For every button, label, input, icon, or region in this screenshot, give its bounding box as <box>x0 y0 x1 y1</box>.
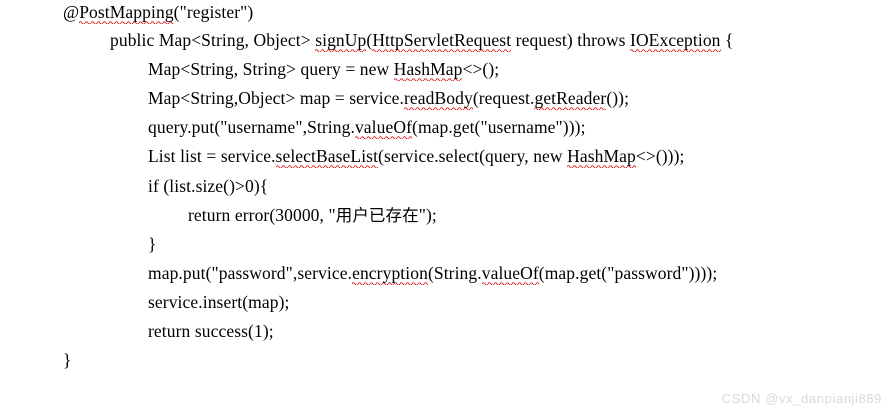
misspelled-token: HttpServletRequest <box>372 30 512 52</box>
code-token: (map.get("password")))); <box>538 263 718 283</box>
code-line: List list = service.selectBaseList(servi… <box>148 146 685 168</box>
code-token: } <box>63 350 72 370</box>
misspelled-token: selectBaseList <box>275 146 379 168</box>
code-line: if (list.size()>0){ <box>148 177 268 196</box>
code-token: } <box>148 234 157 254</box>
code-token: Map<String,Object> map = service. <box>148 88 404 108</box>
code-token: List list = service. <box>148 146 276 166</box>
code-line: } <box>63 351 72 370</box>
code-token: { <box>720 30 734 50</box>
misspelled-token: HashMap <box>393 59 463 81</box>
code-token: <>(); <box>462 59 500 79</box>
misspelled-token: valueOf <box>354 117 413 139</box>
code-token: (service.select(query, new <box>378 146 568 166</box>
misspelled-token: signUp <box>315 30 367 52</box>
code-line: query.put("username",String.valueOf(map.… <box>148 117 586 139</box>
code-line: service.insert(map); <box>148 293 289 312</box>
code-token: if (list.size()>0){ <box>148 176 269 196</box>
misspelled-token: encryption <box>352 263 428 285</box>
code-token: map.put("password",service. <box>148 263 353 283</box>
misspelled-token: valueOf <box>481 263 539 285</box>
code-line: Map<String,Object> map = service.readBod… <box>148 88 630 110</box>
code-token: <>())); <box>635 146 685 166</box>
code-line: public Map<String, Object> signUp(HttpSe… <box>110 30 734 52</box>
code-token: ( <box>366 30 373 50</box>
code-token: return error(30000, " <box>188 205 336 225</box>
code-line: } <box>148 235 157 254</box>
code-token: return success(1); <box>148 321 274 341</box>
cjk-string-literal: 用户已存在 <box>335 206 419 225</box>
code-line: @PostMapping("register") <box>63 2 254 24</box>
csdn-watermark: CSDN @vx_danpianji889 <box>721 391 882 406</box>
code-line: Map<String, String> query = new HashMap<… <box>148 59 500 81</box>
code-line: map.put("password",service.encryption(St… <box>148 263 718 285</box>
code-token: query.put("username",String. <box>148 117 355 137</box>
code-token: public Map<String, Object> <box>110 30 316 50</box>
code-token: "); <box>418 205 437 225</box>
code-token: @ <box>63 2 80 22</box>
code-token: request) throws <box>511 30 631 50</box>
misspelled-token: readBody <box>403 88 473 110</box>
code-token: Map<String, String> query = new <box>148 59 394 79</box>
misspelled-token: getReader <box>534 88 607 110</box>
code-token: ()); <box>606 88 630 108</box>
code-token: (request. <box>472 88 535 108</box>
misspelled-token: PostMapping <box>79 2 174 24</box>
code-line: return success(1); <box>148 322 274 341</box>
code-token: (map.get("username"))); <box>412 117 586 137</box>
code-token: (String. <box>427 263 482 283</box>
misspelled-token: IOException <box>630 30 721 52</box>
misspelled-token: HashMap <box>567 146 636 168</box>
code-line: return error(30000, "用户已存在"); <box>188 205 437 226</box>
code-token: service.insert(map); <box>148 292 290 312</box>
code-token: ("register") <box>173 2 254 22</box>
